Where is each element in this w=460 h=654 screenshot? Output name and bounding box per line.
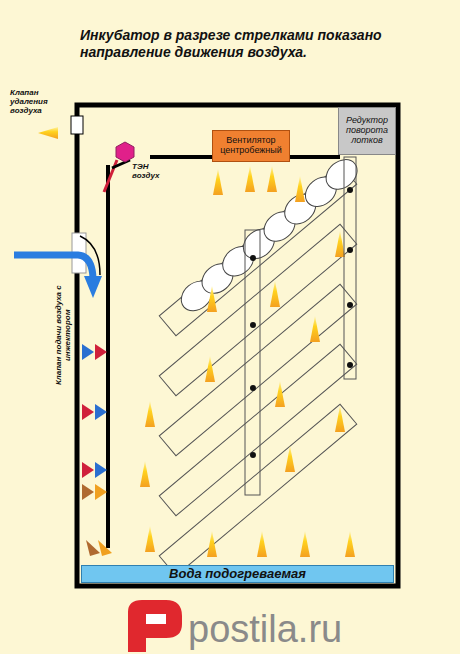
water-band: Вода подогреваемая xyxy=(81,565,394,583)
tray-rod xyxy=(245,230,260,495)
fan-box: Вентилятор центробежный xyxy=(212,130,290,162)
air-flow-arrow xyxy=(82,484,94,500)
egg-tray xyxy=(159,164,356,336)
housing xyxy=(77,105,398,586)
air-flow-arrow xyxy=(285,446,295,472)
air-flow-arrow xyxy=(205,356,215,382)
air-flow-arrow xyxy=(310,316,320,342)
air-flow-arrow xyxy=(345,531,355,557)
heater-label: ТЭН воздух xyxy=(132,162,172,180)
air-flow-arrow xyxy=(257,531,267,557)
air-flow-arrow xyxy=(95,404,107,420)
heater-wire xyxy=(104,160,117,192)
title: Инкубатор в разрезе стрелками показано н… xyxy=(80,27,450,61)
air-flow-arrow xyxy=(82,404,94,420)
air-flow-arrow xyxy=(95,462,107,478)
gearbox-box: Редуктор поворота лотков xyxy=(338,107,396,155)
air-flow-arrow xyxy=(295,176,305,202)
watermark: postila.ru xyxy=(188,608,458,652)
air-flow-arrow xyxy=(207,286,217,312)
node-label: Вентилятор центробежный xyxy=(215,136,287,156)
air-flow-arrow xyxy=(275,381,285,407)
intake-arrowhead xyxy=(84,276,102,298)
air-flow-arrow xyxy=(267,166,277,192)
air-flow-arrow xyxy=(335,406,345,432)
valve-label: Клапан удаления воздуха xyxy=(10,88,72,116)
valve-label: Клапан подачи воздуха с инжектором xyxy=(54,270,72,400)
air-flow-arrow xyxy=(82,462,94,478)
air-flow-arrow xyxy=(145,526,155,552)
air-flow-arrow xyxy=(95,484,107,500)
exhaust-arrow xyxy=(38,127,58,139)
pivot-dots xyxy=(250,187,353,458)
intake-arrow xyxy=(14,255,93,278)
egg-tray xyxy=(159,404,356,576)
air-flow-arrow xyxy=(245,166,255,192)
heater-symbol xyxy=(116,142,134,162)
air-flow-arrow xyxy=(140,461,150,487)
air-flow-arrow xyxy=(86,540,100,556)
node-label: Редуктор поворота лотков xyxy=(341,116,393,146)
watermark-logo xyxy=(128,600,182,652)
partition xyxy=(106,165,110,548)
air-flow-arrow xyxy=(207,531,217,557)
air-flow-arrow xyxy=(98,540,112,556)
egg-tray xyxy=(159,344,356,516)
node-label: Вода подогреваемая xyxy=(169,567,306,581)
air-flow-arrow xyxy=(270,281,280,307)
air-flow-arrow xyxy=(82,344,94,360)
egg xyxy=(320,154,363,196)
air-flow-arrow xyxy=(213,169,223,195)
air-flow-arrow xyxy=(95,344,107,360)
exhaust-valve xyxy=(71,116,83,134)
air-flow-arrow xyxy=(300,531,310,557)
turning-rod xyxy=(344,157,356,379)
air-flow-arrow xyxy=(145,401,155,427)
